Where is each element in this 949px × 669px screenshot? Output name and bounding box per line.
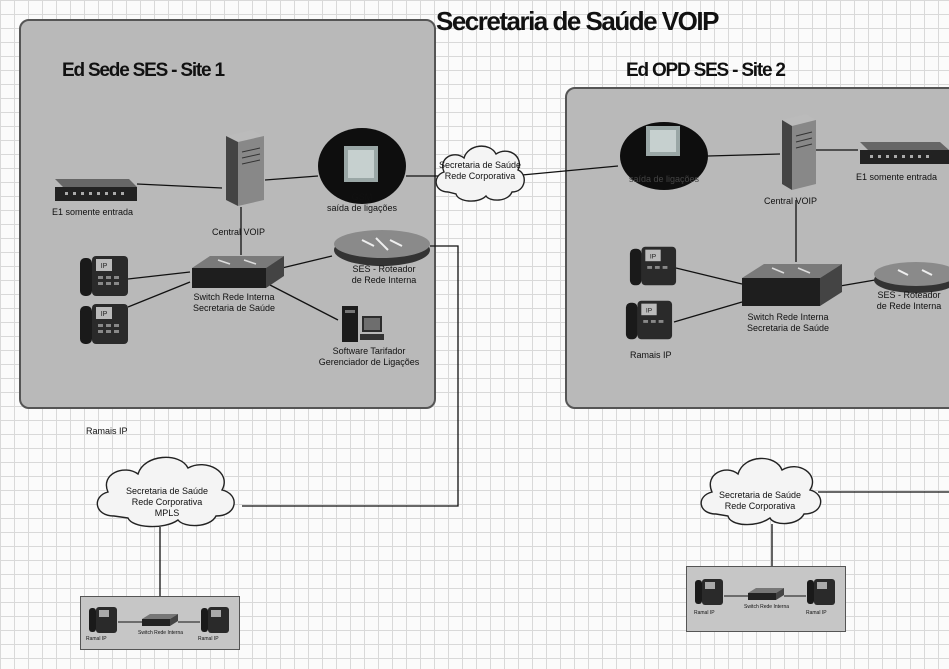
cloud-mpls-line2: Rede Corporativa	[131, 497, 203, 507]
gsm-gateway-icon	[318, 128, 406, 204]
cloud-mpls-line1: Secretaria de Saúde	[125, 486, 209, 496]
svg-text:IP: IP	[101, 311, 108, 318]
cloud-top-line1: Secretaria de Saúde	[438, 160, 522, 170]
site1-ip-phone-2-icon: IP	[80, 304, 128, 344]
site1-router-label: SES - Roteador de Rede Interna	[338, 264, 430, 286]
cloud-mpls-label: Secretaria de Saúde Rede Corporativa MPL…	[102, 486, 232, 519]
cloud-top-icon	[435, 145, 525, 202]
mini-right-phone-1-icon	[695, 579, 723, 605]
cloud-mpls-icon	[96, 456, 235, 528]
cloud-right-line1: Secretaria de Saúde	[718, 490, 802, 500]
cloud-right-label: Secretaria de Saúde Rede Corporativa	[704, 490, 816, 512]
site2-e1-modem-icon	[860, 142, 949, 164]
svg-text:IP: IP	[101, 263, 108, 270]
cloud-top-line2: Rede Corporativa	[444, 171, 516, 181]
mini-left-phone-r-label: Ramal IP	[198, 636, 219, 642]
site1-switch-icon	[192, 256, 284, 288]
cloud-right-line2: Rede Corporativa	[724, 501, 796, 511]
site2-gsm-label: saída de ligações	[628, 174, 700, 184]
mini-left-switch-icon	[142, 614, 178, 626]
site2-central-voip-server-icon	[782, 114, 816, 190]
site1-software-line2: Gerenciador de Ligações	[318, 357, 420, 367]
mini-left-phone-l-label: Ramal IP	[86, 636, 107, 642]
site1-switch-label: Switch Rede Interna Secretaria de Saúde	[178, 292, 290, 314]
cloud-top-label: Secretaria de Saúde Rede Corporativa	[434, 160, 526, 182]
site2-switch-icon	[742, 264, 842, 306]
site1-software-line1: Software Tarifador	[332, 346, 406, 356]
central-voip-server-icon	[226, 130, 264, 206]
svg-text:IP: IP	[646, 307, 653, 314]
site2-switch-label: Switch Rede Interna Secretaria de Saúde	[730, 312, 846, 334]
site1-router-line2: de Rede Interna	[351, 275, 417, 285]
ramais-ip-label: Ramais IP	[86, 426, 128, 436]
site2-router-line2: de Rede Interna	[876, 301, 942, 311]
mini-right-phone-r-label: Ramal IP	[806, 610, 827, 616]
site2-ip-phone-1-icon: IP	[629, 246, 677, 286]
site1-software-label: Software Tarifador Gerenciador de Ligaçõ…	[306, 346, 432, 368]
site2-router-label: SES - Roteador de Rede Interna	[870, 290, 948, 312]
site2-router-line1: SES - Roteador	[877, 290, 941, 300]
mini-right-phone-2-icon	[807, 579, 835, 605]
site1-router-line1: SES - Roteador	[352, 264, 416, 274]
site2-central-label: Central VOIP	[764, 196, 818, 206]
site2-e1-label: E1 somente entrada	[856, 172, 938, 182]
e1-modem-icon	[55, 179, 137, 201]
mini-left-switch-label: Switch Rede Interna	[138, 630, 184, 636]
site2-switch-line2: Secretaria de Saúde	[746, 323, 830, 333]
site2-gsm-gateway-icon	[620, 122, 708, 190]
software-tarifador-icon	[342, 306, 384, 342]
site1-gsm-line1: GSM	[351, 192, 373, 202]
site1-router-icon	[334, 230, 430, 266]
site2-switch-line1: Switch Rede Interna	[747, 312, 829, 322]
site2-label: Ed OPD SES - Site 2	[626, 60, 786, 81]
mini-left-phone-1-icon	[89, 607, 117, 633]
mini-right-switch-icon	[748, 588, 784, 600]
cloud-mpls-line3: MPLS	[154, 508, 180, 518]
svg-text:IP: IP	[650, 253, 657, 260]
mini-left-phone-2-icon	[201, 607, 229, 633]
site2-ramais-label: Ramais IP	[630, 350, 672, 360]
site2-router-icon	[874, 262, 949, 293]
site1-switch-line1: Switch Rede Interna	[193, 292, 275, 302]
mini-right-phone-l-label: Ramal IP	[694, 610, 715, 616]
site1-ip-phone-1-icon: IP	[80, 256, 128, 296]
site1-gsm-line2: saída de ligações	[326, 203, 398, 213]
diagram-title: Secretaria de Saúde VOIP	[436, 6, 719, 36]
site1-switch-line2: Secretaria de Saúde	[192, 303, 276, 313]
site2-ip-phone-2-icon: IP	[625, 300, 673, 340]
cloud-right-icon	[700, 457, 822, 526]
site1-label: Ed Sede SES - Site 1	[62, 60, 225, 81]
site1-container	[19, 19, 436, 409]
site1-gsm-label: GSM saída de ligações	[316, 192, 408, 214]
site1-e1-label: E1 somente entrada	[52, 207, 134, 217]
site1-central-label: Central VOIP	[212, 227, 266, 237]
mini-right-switch-label: Switch Rede Interna	[744, 604, 790, 610]
